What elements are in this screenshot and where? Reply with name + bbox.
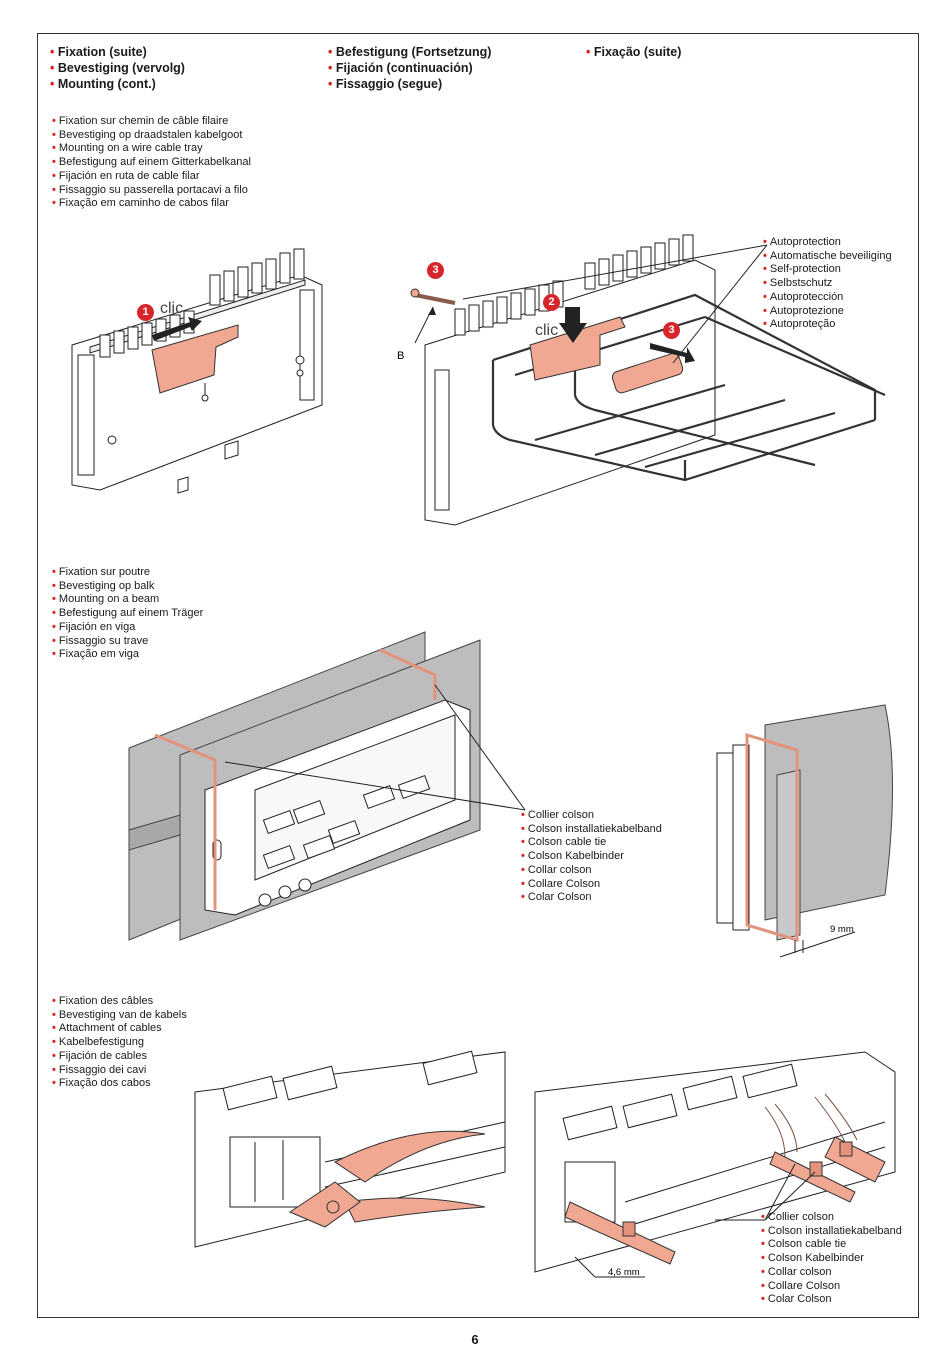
callout-item: Collar colson [521, 864, 662, 878]
callout-item: Autoprotección [763, 291, 892, 305]
push-arrow [152, 317, 202, 341]
callout-item: Self-protection [763, 263, 892, 277]
tie-heads [622, 1141, 853, 1237]
list-item: Bevestiging op draadstalen kabelgoot [52, 129, 251, 143]
self-protection-callout: Autoprotection Automatische beveiliging … [763, 236, 892, 332]
heading-col1: Fixation (suite) Bevestiging (vervolg) M… [50, 44, 185, 92]
step-badge-3-screw: 3 [427, 262, 444, 279]
heading-col2: Befestigung (Fortsetzung) Fijación (cont… [328, 44, 492, 92]
slide-clip [611, 352, 684, 394]
screw [410, 288, 456, 305]
clip-highlight [151, 324, 239, 394]
dimension-4-6mm: 4,6 mm [608, 1267, 640, 1278]
beam-list: Fixation sur poutre Bevestiging op balk … [52, 566, 203, 662]
list-item: Fijación en ruta de cable filar [52, 170, 251, 184]
cable-ties [154, 648, 437, 910]
wire-tray-list: Fixation sur chemin de câble filaire Bev… [52, 115, 251, 211]
list-item: Fixation sur poutre [52, 566, 203, 580]
list-item: Mounting on a beam [52, 593, 203, 607]
list-item: Attachment of cables [52, 1022, 187, 1036]
clic-label: clic [160, 300, 183, 317]
clic-label: clic [535, 322, 558, 339]
list-item: Fixação em viga [52, 648, 203, 662]
callout-item: Collier colson [761, 1211, 902, 1225]
list-item: Kabelbefestigung [52, 1036, 187, 1050]
housing [204, 699, 471, 916]
callout-item: Colar Colson [521, 891, 662, 905]
figure-housing-clip: clic [71, 248, 323, 494]
list-item: Mounting on a wire cable tray [52, 142, 251, 156]
callout-item: Automatische beveiliging [763, 250, 892, 264]
callout-item: Collare Colson [521, 878, 662, 892]
callout-item: Collare Colson [761, 1280, 902, 1294]
step-badge-1: 1 [137, 304, 154, 321]
step-badge-3-slide: 3 [663, 322, 680, 339]
page-number: 6 [471, 1332, 479, 1347]
heading-es: Fijación (continuación) [328, 60, 491, 76]
figure-beam-side: 9 mm [716, 704, 893, 958]
heading-en: Mounting (cont.) [50, 76, 185, 92]
list-item: Fixação em caminho de cabos filar [52, 197, 251, 211]
list-item: Fissaggio su trave [52, 635, 203, 649]
list-item: Fijación de cables [52, 1050, 187, 1064]
list-item: Bevestiging op balk [52, 580, 203, 594]
figure-beam-mount [128, 631, 526, 941]
list-item: Fijación en viga [52, 621, 203, 635]
list-item: Bevestiging van de kabels [52, 1009, 187, 1023]
callout-item: Collar colson [761, 1266, 902, 1280]
pliers [288, 1130, 486, 1228]
callout-item: Colson installatiekabelband [761, 1225, 902, 1239]
slide-arrow [650, 343, 695, 363]
arrow-label-b: B [397, 350, 404, 362]
callout-item: Colson Kabelbinder [521, 850, 662, 864]
clip-highlight [529, 316, 626, 381]
callout-item: Autoproteção [763, 318, 892, 332]
callout-item: Colar Colson [761, 1293, 902, 1307]
callout-item: Autoprotection [763, 236, 892, 250]
callout-item: Selbstschutz [763, 277, 892, 291]
callout-item: Colson cable tie [761, 1238, 902, 1252]
callout-item: Colson Kabelbinder [761, 1252, 902, 1266]
heading-de: Befestigung (Fortsetzung) [328, 44, 492, 60]
list-item: Fixation sur chemin de câble filaire [52, 115, 251, 129]
dimension-9mm: 9 mm [830, 924, 854, 935]
list-item: Fixation des câbles [52, 995, 187, 1009]
terminal-blocks [262, 774, 431, 870]
wires [764, 1093, 858, 1158]
list-item: Befestigung auf einem Gitterkabelkanal [52, 156, 251, 170]
figure-cut-tie [194, 1050, 506, 1248]
callout-item: Collier colson [521, 809, 662, 823]
list-item: Fissaggio su passerella portacavi a filo [52, 184, 251, 198]
list-item: Fissaggio dei cavi [52, 1064, 187, 1078]
callout-item: Colson installatiekabelband [521, 823, 662, 837]
heading-pt: Fixação (suite) [586, 44, 682, 60]
list-item: Fixação dos cabos [52, 1077, 187, 1091]
callout-item: Colson cable tie [521, 836, 662, 850]
cables-cable-tie-callout: Collier colson Colson installatiekabelba… [761, 1211, 902, 1307]
figure-cable-ties: 4,6 mm [534, 1051, 896, 1278]
list-item: Befestigung auf einem Träger [52, 607, 203, 621]
cables-list: Fixation des câbles Bevestiging van de k… [52, 995, 187, 1091]
heading-fr: Fixation (suite) [50, 44, 185, 60]
press-arrow [559, 307, 587, 343]
heading-col3: Fixação (suite) [586, 44, 682, 60]
page-frame [37, 33, 919, 1318]
beam-cable-tie-callout: Collier colson Colson installatiekabelba… [521, 809, 662, 905]
cable-tie [745, 732, 799, 943]
callout-item: Autoprotezione [763, 305, 892, 319]
figure-wire-tray: B clic [397, 234, 886, 526]
heading-nl: Bevestiging (vervolg) [50, 60, 185, 76]
step-badge-2: 2 [543, 294, 560, 311]
heading-it: Fissaggio (segue) [328, 76, 491, 92]
